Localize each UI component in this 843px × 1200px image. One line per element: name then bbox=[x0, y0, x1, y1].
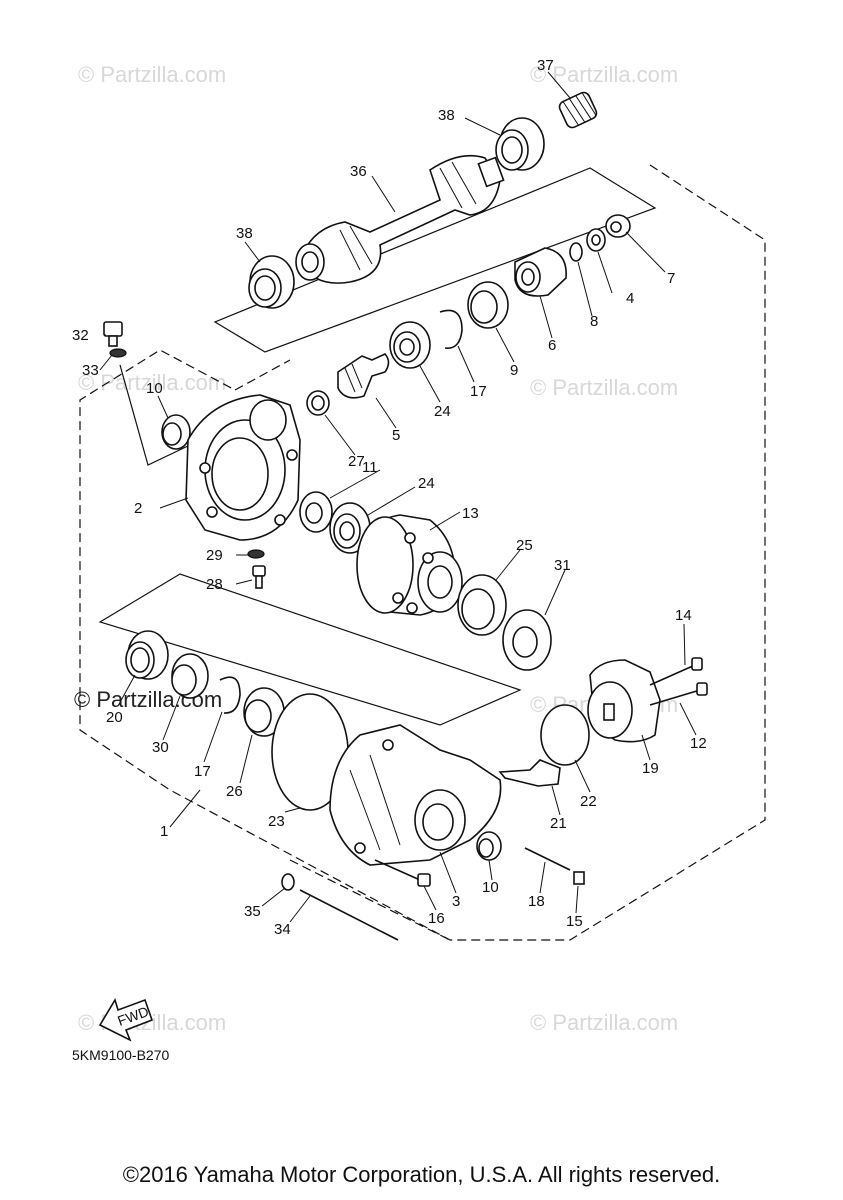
callout-25: 25 bbox=[516, 537, 533, 554]
part-10-oil-seal-upper bbox=[161, 414, 191, 450]
callout-23: 23 bbox=[268, 813, 285, 830]
callout-38: 38 bbox=[438, 107, 455, 124]
callout-27: 27 bbox=[348, 453, 365, 470]
callout-35: 35 bbox=[244, 903, 261, 920]
callout-10: 10 bbox=[482, 879, 499, 896]
part-7-nut bbox=[605, 214, 631, 238]
callout-19: 19 bbox=[642, 760, 659, 777]
part-37-spring bbox=[558, 91, 598, 129]
part-32-bolt bbox=[103, 321, 123, 347]
callout-labels: 37 38 36 38 7 4 8 6 9 17 24 5 27 32 33 1… bbox=[72, 57, 707, 938]
callout-3: 3 bbox=[452, 893, 460, 910]
part-5-pinion-gear bbox=[337, 353, 390, 399]
part-38-bearing-upper bbox=[495, 117, 545, 171]
callout-8: 8 bbox=[590, 313, 598, 330]
dashed-leader bbox=[234, 359, 291, 391]
part-4-washer bbox=[586, 228, 606, 252]
watermark: © Partzilla.com bbox=[530, 62, 678, 87]
callout-16: 16 bbox=[428, 910, 445, 927]
callout-32: 32 bbox=[72, 327, 89, 344]
callout-11: 11 bbox=[362, 459, 378, 476]
callout-2: 2 bbox=[134, 500, 142, 517]
part-14-bolt bbox=[649, 657, 703, 686]
part-28-bolt bbox=[252, 565, 266, 589]
callout-12: 12 bbox=[690, 735, 707, 752]
watermark: © Partzilla.com bbox=[530, 1010, 678, 1035]
part-6-coupling bbox=[514, 247, 567, 297]
diagram-code: 5KM9100-B270 bbox=[72, 1047, 170, 1063]
bearing-group-bracket bbox=[98, 573, 522, 726]
callout-14: 14 bbox=[675, 607, 692, 624]
watermark: © Partzilla.com bbox=[78, 1010, 226, 1035]
callout-24: 24 bbox=[418, 475, 435, 492]
callout-31: 31 bbox=[554, 557, 571, 574]
part-11-shim bbox=[299, 491, 333, 533]
assembly-dashed-outline bbox=[79, 164, 766, 941]
watermark: © Partzilla.com bbox=[78, 62, 226, 87]
part-25-bearing bbox=[457, 574, 507, 636]
part-10-oil-seal-lower bbox=[476, 831, 502, 861]
part-36-drive-shaft bbox=[295, 154, 505, 284]
callout-22: 22 bbox=[580, 793, 597, 810]
callout-6: 6 bbox=[548, 337, 556, 354]
part-20-sleeve bbox=[125, 630, 169, 680]
callout-10: 10 bbox=[146, 380, 163, 397]
callout-26: 26 bbox=[226, 783, 243, 800]
part-17-circlip-lower bbox=[219, 676, 241, 714]
part-33-washer bbox=[109, 348, 127, 358]
housing-bracket bbox=[119, 364, 191, 466]
callout-21: 21 bbox=[550, 815, 567, 832]
group-outlines bbox=[79, 164, 766, 941]
callout-20: 20 bbox=[106, 709, 123, 726]
exploded-parts-diagram: © Partzilla.com © Partzilla.com © Partzi… bbox=[72, 57, 766, 1063]
part-16-bolt bbox=[374, 859, 431, 887]
callout-24: 24 bbox=[434, 403, 451, 420]
copyright-notice: ©2016 Yamaha Motor Corporation, U.S.A. A… bbox=[122, 1162, 721, 1187]
part-19-servo-motor bbox=[587, 659, 661, 743]
callout-38: 38 bbox=[236, 225, 253, 242]
callout-18: 18 bbox=[528, 893, 545, 910]
leader-lines bbox=[99, 71, 697, 923]
part-35-o-ring bbox=[281, 873, 295, 891]
part-13-differential-gear bbox=[356, 514, 463, 616]
part-17-circlip-upper bbox=[439, 309, 463, 349]
watermark: © Partzilla.com bbox=[78, 370, 226, 395]
part-8-o-ring bbox=[569, 242, 583, 262]
part-2-gear-case-cover bbox=[185, 394, 301, 541]
callout-9: 9 bbox=[510, 362, 518, 379]
callout-29: 29 bbox=[206, 547, 223, 564]
callout-15: 15 bbox=[566, 913, 583, 930]
part-30-needle-bearing bbox=[171, 653, 209, 699]
dashed-leader bbox=[289, 859, 451, 941]
callout-7: 7 bbox=[667, 270, 675, 287]
part-34-pin bbox=[299, 889, 399, 941]
callout-5: 5 bbox=[392, 427, 400, 444]
callout-4: 4 bbox=[626, 290, 634, 307]
callout-1: 1 bbox=[160, 823, 168, 840]
callout-17: 17 bbox=[470, 383, 487, 400]
callout-36: 36 bbox=[350, 163, 367, 180]
part-31-shim bbox=[502, 609, 552, 671]
part-12-bolt bbox=[649, 682, 708, 706]
callout-34: 34 bbox=[274, 921, 291, 938]
part-22-gasket bbox=[540, 704, 590, 766]
part-21-sensor bbox=[498, 759, 561, 787]
part-15-set-screw bbox=[573, 871, 585, 885]
part-38-bearing-lower bbox=[248, 255, 295, 309]
callout-13: 13 bbox=[462, 505, 479, 522]
callout-17: 17 bbox=[194, 763, 211, 780]
part-3-gear-case bbox=[329, 724, 502, 866]
callout-30: 30 bbox=[152, 739, 169, 756]
part-27-needle-bearing bbox=[306, 390, 330, 416]
callout-37: 37 bbox=[537, 57, 554, 74]
part-9-seal bbox=[467, 281, 509, 329]
part-29-washer bbox=[247, 549, 265, 559]
part-24-bearing-upper bbox=[389, 321, 431, 369]
part-18-stud bbox=[524, 847, 571, 871]
callout-28: 28 bbox=[206, 576, 223, 593]
watermark: © Partzilla.com bbox=[530, 375, 678, 400]
callout-33: 33 bbox=[82, 362, 99, 379]
